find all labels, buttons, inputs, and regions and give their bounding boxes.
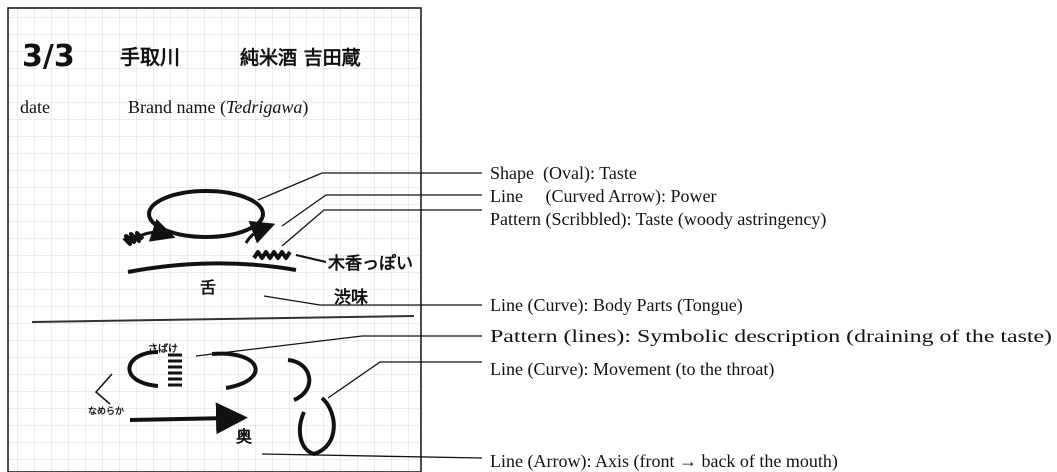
annotation-label: Line (Curve): Movement (to the throat) (490, 359, 774, 380)
woody-scribble (252, 250, 292, 260)
note-woody: 木香っぽい (327, 253, 413, 274)
handwritten-brand: 手取川 (120, 45, 180, 69)
curved-arrow-right (244, 220, 276, 244)
taste-oval (147, 189, 265, 239)
mouth-curve-left (127, 350, 159, 388)
throat-curve-upper (287, 358, 312, 402)
annotation-label: Line (Arrow): Axis (front → back of the … (490, 451, 838, 472)
annotation-label: Pattern (lines): Symbolic description (d… (490, 326, 1052, 347)
tongue-curve (127, 261, 297, 274)
handwritten-sake-name: 純米酒 吉田蔵 (240, 46, 361, 69)
note-tongue: 舌 (200, 278, 216, 297)
smooth-bracket (94, 373, 113, 405)
throat-curve-lower (297, 396, 336, 457)
leader-lines (195, 172, 483, 459)
annotation-label: Line (Curve): Body Parts (Tongue) (490, 295, 743, 316)
woody-pointer-line (295, 254, 327, 263)
note-astringent: 渋味 (334, 287, 368, 308)
page-divider (31, 315, 415, 323)
handwritten-date: 3/3 (22, 39, 75, 74)
annotation-labels: Shape (Oval): Taste Line (Curved Arrow):… (490, 163, 1052, 472)
draining-lines (168, 353, 182, 387)
notebook-grid (8, 8, 421, 472)
brand-name-label: Brand name (Tedrigawa) (128, 97, 308, 118)
annotation-label: Pattern (Scribbled): Taste (woody astrin… (490, 209, 826, 230)
notebook-border (7, 7, 422, 472)
note-smooth: なめらか (88, 406, 124, 417)
mouth-curve-right (211, 351, 258, 390)
date-label: date (20, 97, 50, 117)
notebook-page: 3/3 手取川 純米酒 吉田蔵 date Brand name (Tedriga… (7, 7, 422, 472)
annotation-label: Shape (Oval): Taste (490, 163, 637, 184)
annotation-label: Line (Curved Arrow): Power (490, 186, 716, 207)
axis-arrow (129, 402, 248, 435)
note-back: 奥 (236, 427, 253, 446)
scribble-left (122, 231, 145, 246)
